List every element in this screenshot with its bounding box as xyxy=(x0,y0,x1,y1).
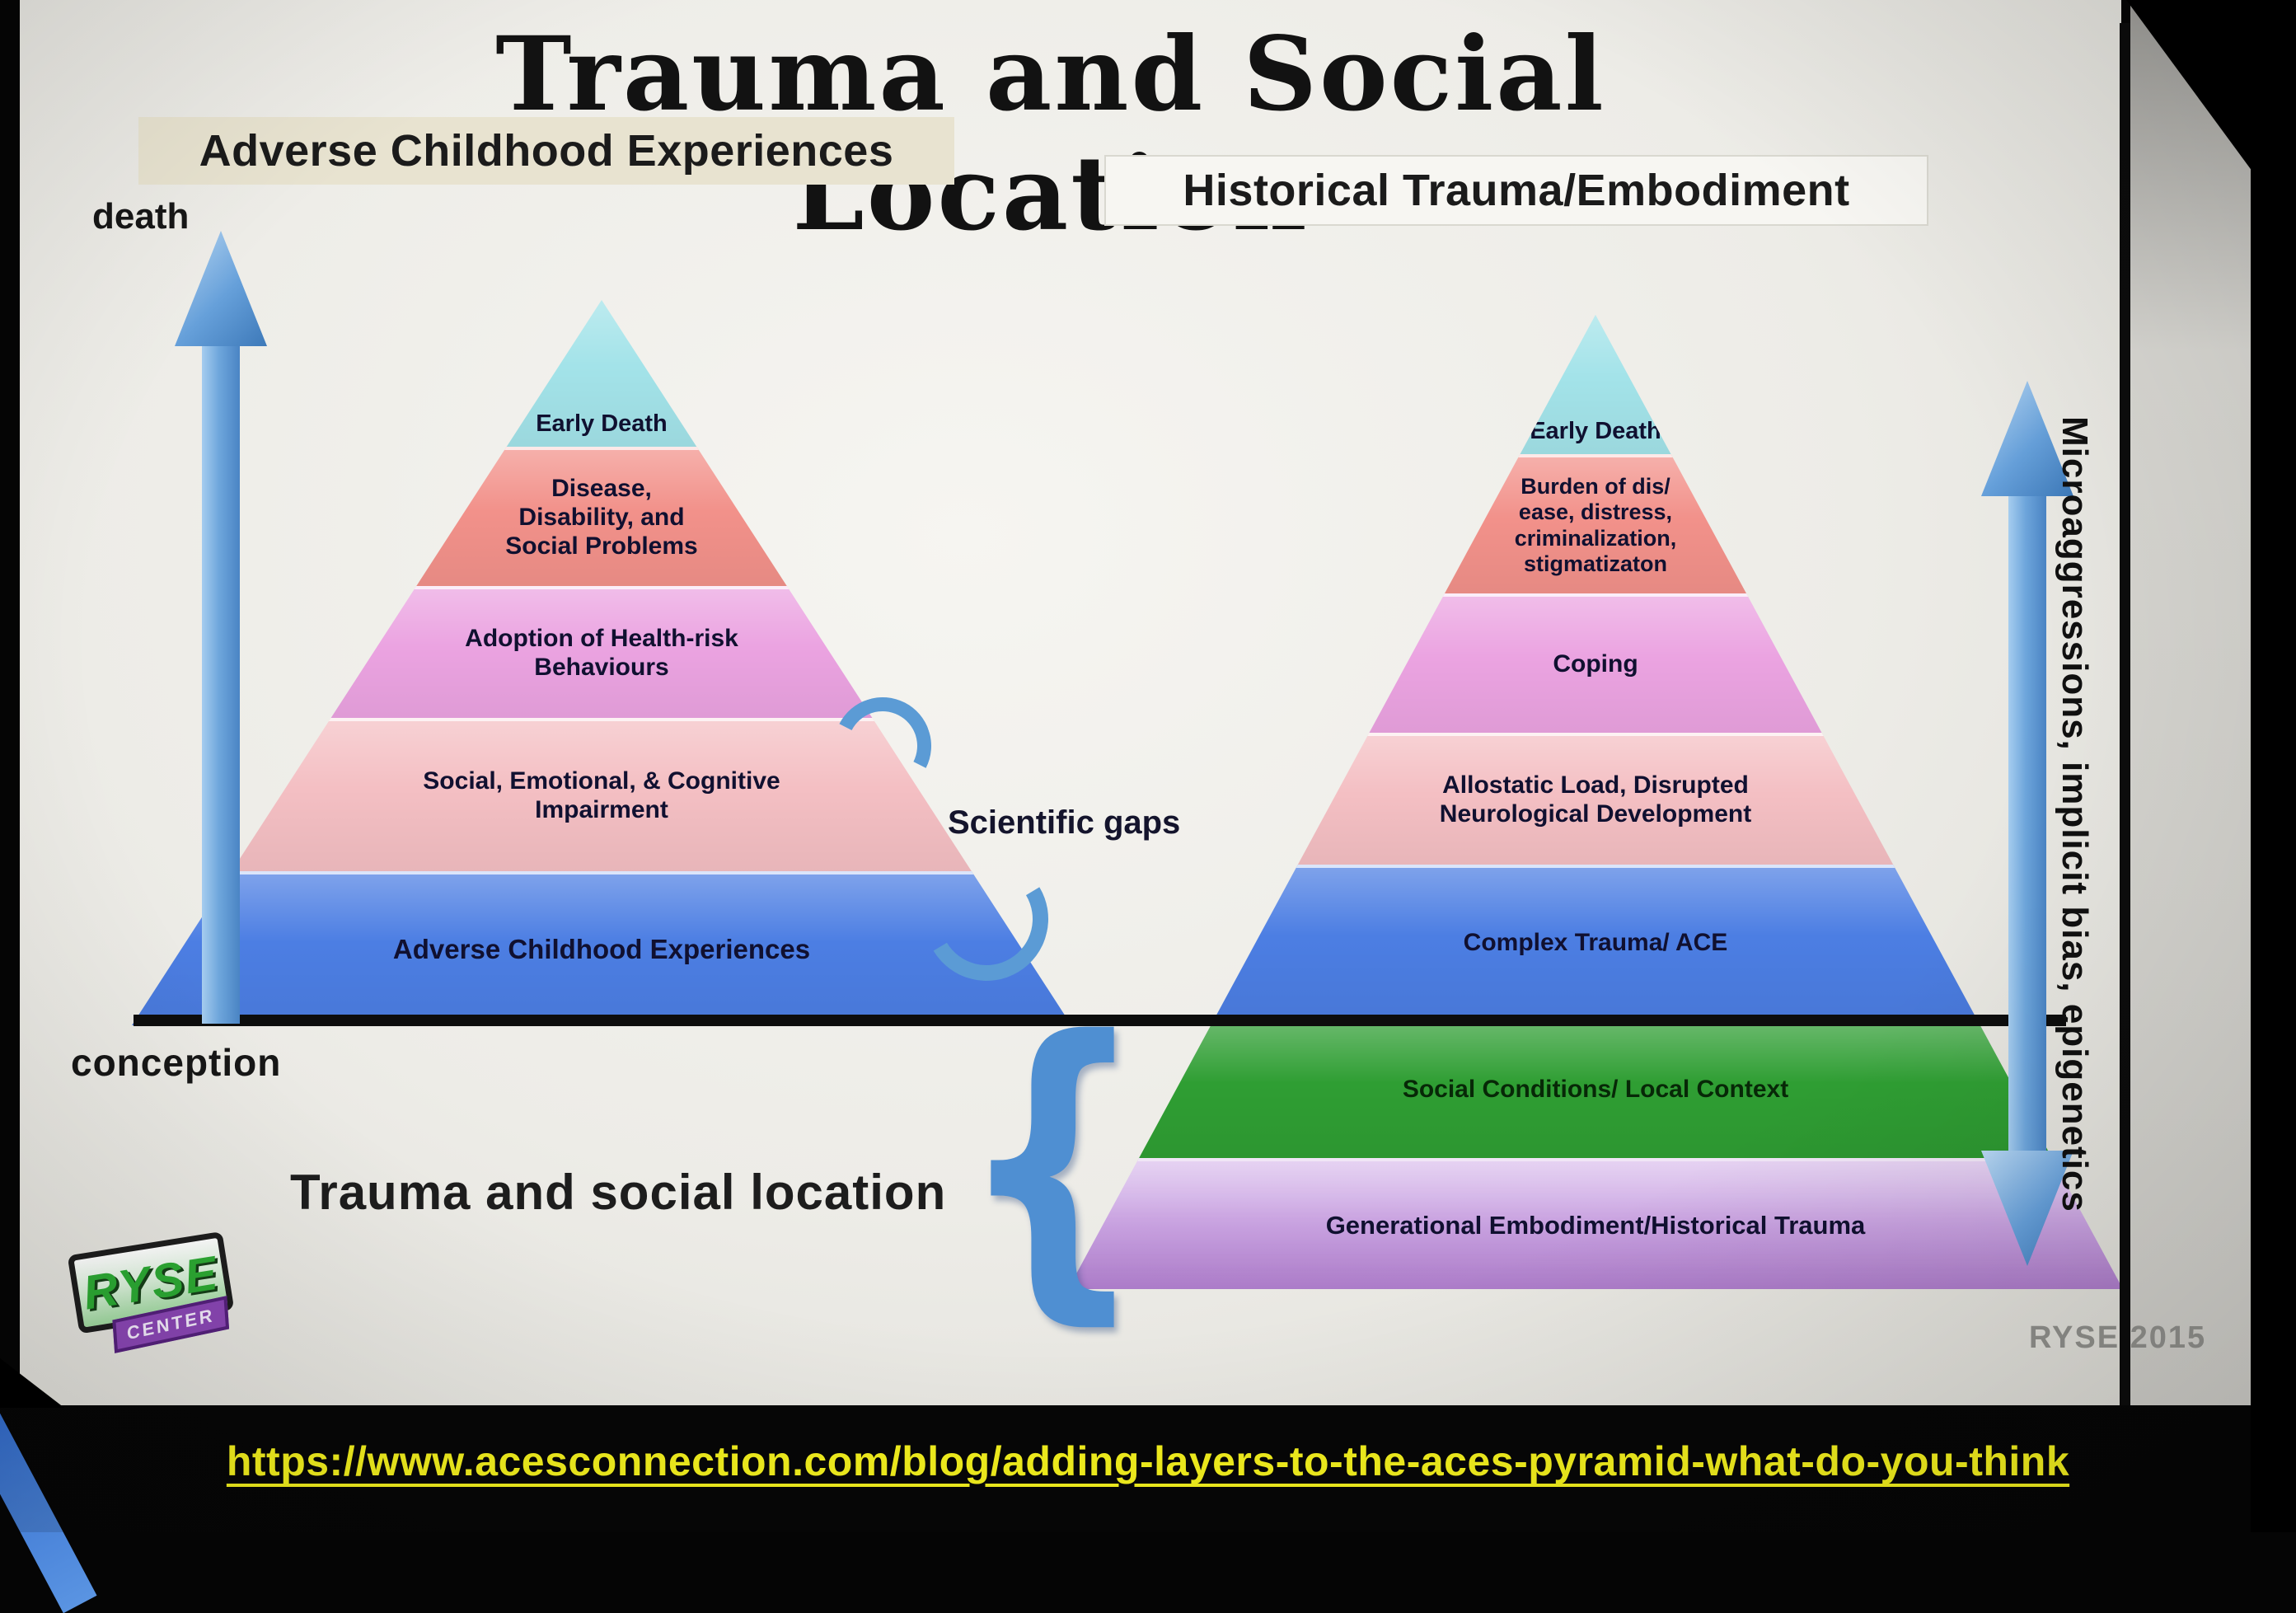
pyramid-layer-label: Disease, Disability, and Social Problems xyxy=(505,475,698,560)
death-axis-label: death xyxy=(92,196,190,237)
pyramid-layer-label: Coping xyxy=(1553,650,1638,678)
footer-link[interactable]: https://www.acesconnection.com/blog/addi… xyxy=(226,1438,2070,1484)
pyramid-layer: Generational Embodiment/Historical Traum… xyxy=(1068,1158,2123,1289)
historical-trauma-column-header: Historical Trauma/Embodiment xyxy=(1104,155,1928,226)
pyramid-layer-label: Social Conditions/ Local Context xyxy=(1402,1076,1789,1104)
lifespan-arrow xyxy=(175,231,267,1024)
pyramid-layer: Adverse Childhood Experiences xyxy=(132,871,1071,1025)
pyramid-layer-label: Social, Emotional, & Cognitive Impairmen… xyxy=(423,767,780,823)
photo-edge-right xyxy=(2251,0,2296,1532)
conception-divider-line xyxy=(134,1015,2066,1026)
pyramid-layer-label: Generational Embodiment/Historical Traum… xyxy=(1325,1210,1866,1240)
conception-axis-label: conception xyxy=(71,1041,282,1084)
pyramid-layer-label: Adoption of Health-risk Behaviours xyxy=(465,625,738,681)
pyramid-layer-label: Allostatic Load, Disrupted Neurological … xyxy=(1439,771,1752,828)
curly-brace-icon: { xyxy=(958,971,1147,1352)
pyramid-layer-label: Complex Trauma/ ACE xyxy=(1463,929,1728,957)
footer-bar: https://www.acesconnection.com/blog/addi… xyxy=(0,1405,2296,1532)
microaggressions-note: Microaggressions, implicit bias, epigene… xyxy=(2055,416,2095,1212)
credit-label: RYSE 2015 xyxy=(2029,1320,2207,1355)
screen-bezel xyxy=(2130,0,2251,1406)
trauma-social-location-note: Trauma and social location xyxy=(290,1165,947,1220)
screen-edge-line xyxy=(2120,23,2130,1406)
pyramid-layer-label: Adverse Childhood Experiences xyxy=(392,934,811,965)
arrow-shaft xyxy=(202,346,240,1024)
pyramid-layer: Social Conditions/ Local Context xyxy=(1068,1019,2123,1158)
arrow-shaft xyxy=(2008,496,2046,1151)
pyramid-layer-label: Early Death xyxy=(1530,418,1661,445)
microaggressions-arrow xyxy=(1981,381,2073,1266)
pyramid-layer-label: Burden of dis/ ease, distress, criminali… xyxy=(1514,473,1677,576)
aces-column-header: Adverse Childhood Experiences xyxy=(138,117,954,185)
scientific-gaps-label: Scientific gaps xyxy=(948,804,1181,841)
arrow-up-icon xyxy=(175,231,267,346)
pyramid-layer-label: Early Death xyxy=(536,410,668,438)
